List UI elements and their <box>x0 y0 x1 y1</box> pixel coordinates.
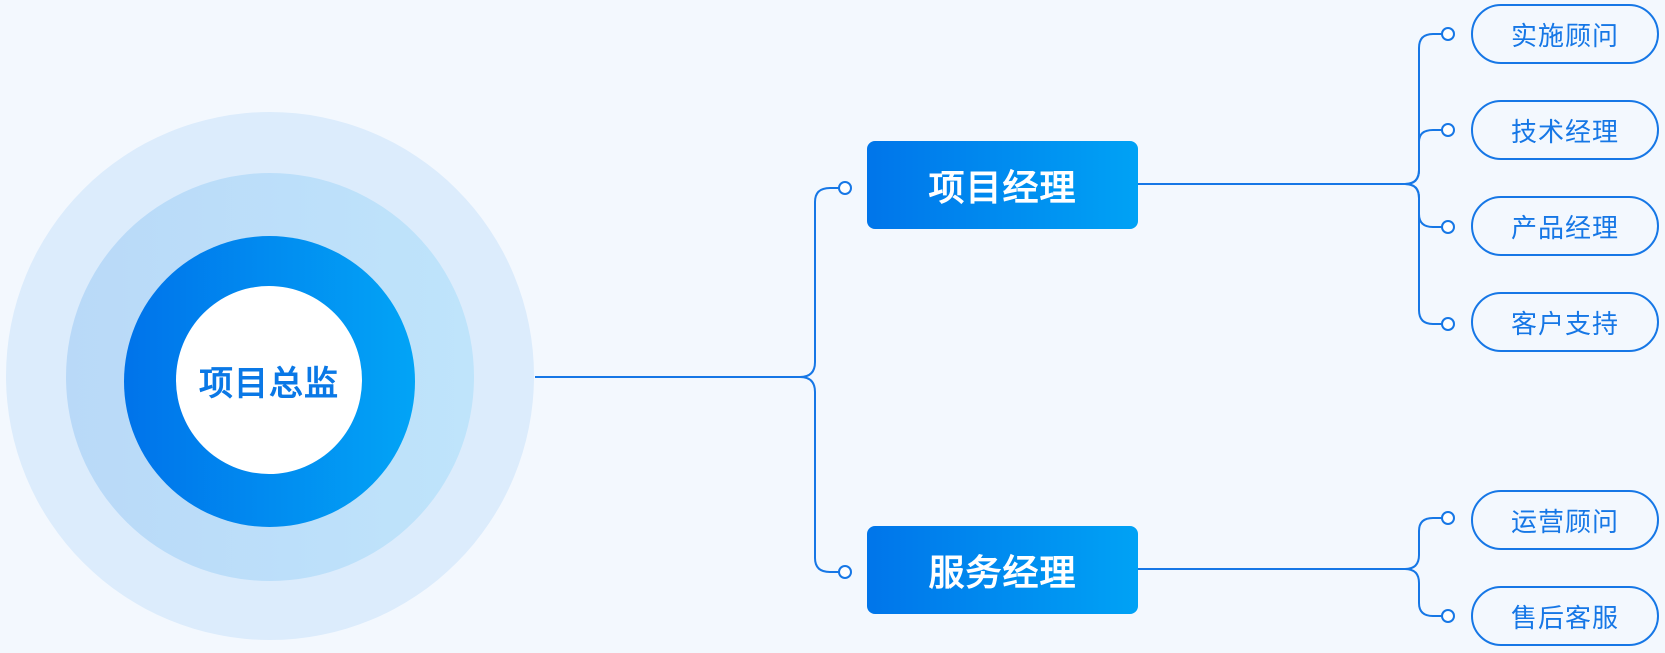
manager-1-bracket-a <box>1404 33 1442 185</box>
manager-2-bracket-b <box>1404 568 1442 617</box>
root-label: 项目总监 <box>199 363 339 404</box>
manager-node-project: 项目经理 <box>867 141 1138 229</box>
manager-1-bracket-d <box>1404 183 1442 325</box>
role-label: 客户支持 <box>1510 309 1619 340</box>
root-bracket-top <box>799 187 839 378</box>
node-dot <box>838 565 852 579</box>
root-bracket-bottom <box>799 376 839 573</box>
role-label: 技术经理 <box>1510 117 1619 148</box>
node-dot <box>1441 511 1455 525</box>
node-dot <box>1441 609 1455 623</box>
role-label: 售后客服 <box>1510 603 1619 634</box>
root-node: 项目总监 <box>176 286 362 474</box>
node-dot <box>1441 27 1455 41</box>
role-label: 运营顾问 <box>1510 507 1619 538</box>
role-pill: 产品经理 <box>1471 196 1659 256</box>
manager-2-bracket-a <box>1404 517 1442 570</box>
role-pill: 运营顾问 <box>1471 490 1659 550</box>
role-pill: 客户支持 <box>1471 292 1659 352</box>
role-label: 实施顾问 <box>1510 21 1619 52</box>
role-label: 产品经理 <box>1510 213 1619 244</box>
manager-1-bracket-b <box>1404 129 1442 185</box>
node-dot <box>1441 220 1455 234</box>
role-pill: 技术经理 <box>1471 100 1659 160</box>
role-pill: 实施顾问 <box>1471 4 1659 64</box>
node-dot <box>838 181 852 195</box>
role-pill: 售后客服 <box>1471 586 1659 646</box>
node-dot <box>1441 317 1455 331</box>
manager-node-service: 服务经理 <box>867 526 1138 614</box>
manager-label: 项目经理 <box>928 168 1077 209</box>
manager-1-bracket-c <box>1404 183 1442 228</box>
node-dot <box>1441 123 1455 137</box>
manager-label: 服务经理 <box>928 553 1077 594</box>
